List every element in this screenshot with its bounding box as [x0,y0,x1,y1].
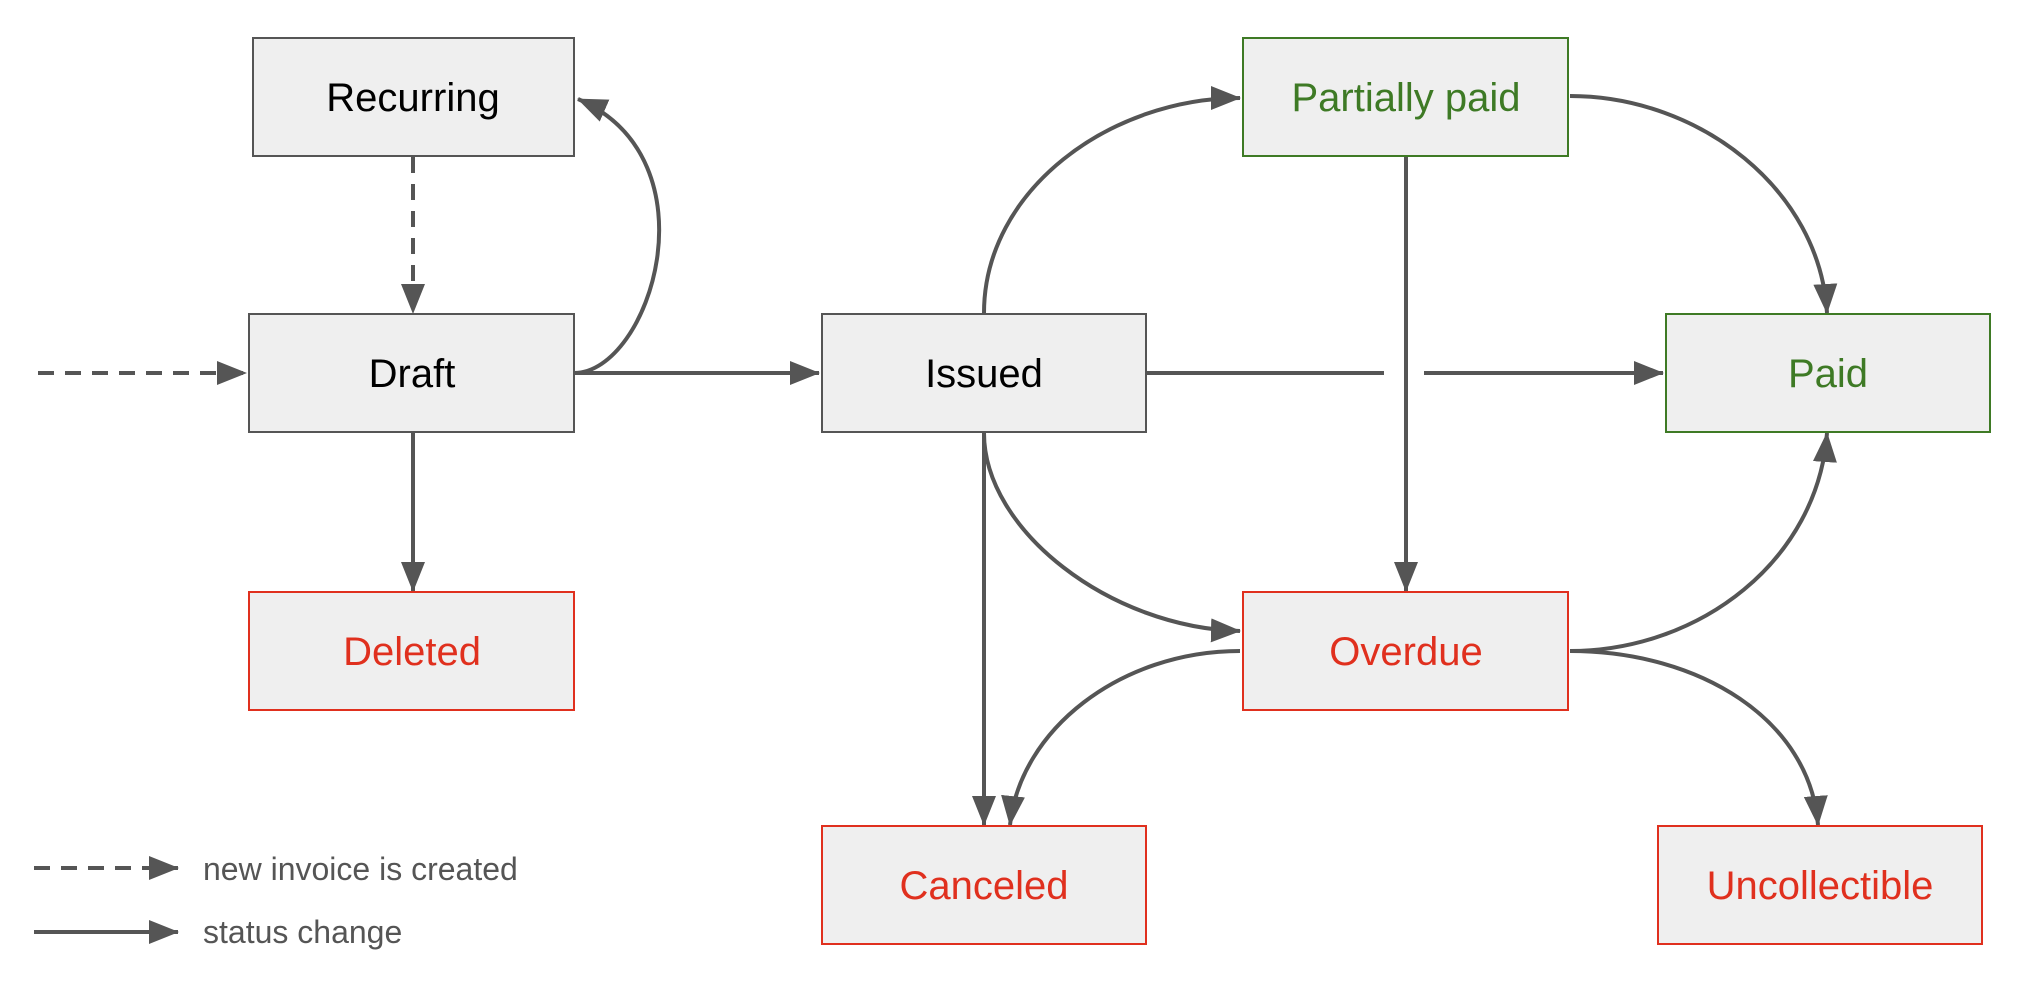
arrow-issued-to-partially-paid [982,86,1241,314]
legend-solid-label: status change [203,914,402,950]
arrow-overdue-to-uncollectible [1569,649,1828,826]
node-recurring-label: Recurring [326,76,499,120]
node-partially-paid-label: Partially paid [1291,76,1520,120]
node-uncollectible-label: Uncollectible [1707,864,1934,908]
node-partially-paid: Partially paid [1242,37,1569,157]
node-overdue-label: Overdue [1329,630,1482,674]
node-recurring: Recurring [252,37,575,157]
node-draft: Draft [248,313,575,433]
node-paid: Paid [1665,313,1991,433]
legend-dashed-label: new invoice is created [203,851,518,887]
node-overdue: Overdue [1242,591,1569,711]
legend: new invoice is created status change [203,851,518,950]
node-canceled: Canceled [821,825,1147,945]
arrow-draft-to-recurring [573,97,662,375]
arrow-overdue-to-paid [1569,432,1837,653]
node-deleted-label: Deleted [343,630,481,674]
arrow-overdue-to-canceled [1001,649,1241,826]
arrow-partially-paid-to-paid [1569,94,1838,314]
arrow-issued-to-overdue [982,432,1241,643]
node-paid-label: Paid [1788,352,1868,396]
node-uncollectible: Uncollectible [1657,825,1983,945]
node-issued: Issued [821,313,1147,433]
node-deleted: Deleted [248,591,575,711]
node-canceled-label: Canceled [899,864,1068,908]
node-issued-label: Issued [925,352,1043,396]
node-draft-label: Draft [369,352,456,396]
